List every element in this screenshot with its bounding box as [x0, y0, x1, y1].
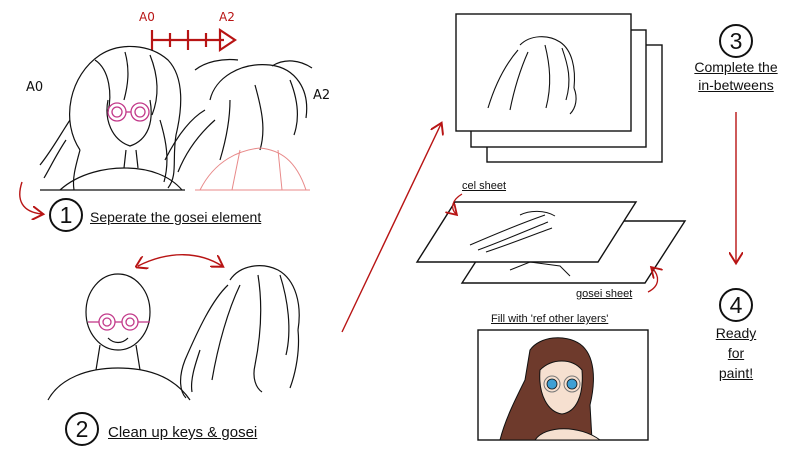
- step-3-label-line-1: Complete the: [694, 59, 778, 75]
- gosei-sheet-pointer-arrow: [647, 268, 658, 293]
- step-1-label: Seperate the gosei element: [90, 209, 262, 225]
- cel-sheet: [415, 201, 638, 263]
- timing-start-label: A0: [139, 10, 155, 24]
- flow-arrow-to-inbetweens: [341, 124, 441, 333]
- key-a2-gosei-outline: [195, 147, 310, 191]
- hair-gosei-drawing: [180, 265, 300, 399]
- cel-sheet-hair-sketch: [469, 210, 556, 253]
- step-3-badge: 3: [719, 24, 753, 58]
- step-2-badge: 2: [65, 412, 99, 446]
- key-a2-label: A2: [313, 88, 331, 103]
- step-4-badge: 4: [719, 288, 753, 322]
- bald-figure-glasses: [88, 313, 150, 331]
- key-a0-glasses: [107, 102, 150, 122]
- painted-character: [499, 337, 602, 441]
- fill-caption: Fill with 'ref other layers': [491, 313, 609, 325]
- key-a0-drawing: [39, 45, 185, 191]
- inbetween-hair-sketch: [487, 36, 577, 115]
- step-3-label-line-2: in-betweens: [698, 77, 774, 93]
- step-1-badge: 1: [49, 198, 83, 232]
- key-a0-label: A0: [26, 80, 44, 95]
- key-a2-drawing: [164, 58, 313, 173]
- cel-sheet-label: cel sheet: [462, 180, 507, 192]
- step1-pointer-arrow: [19, 181, 42, 214]
- inbetween-frames-stack: [455, 13, 663, 163]
- swap-arrow: [138, 254, 222, 266]
- cel-sheet-pointer-arrow: [453, 193, 463, 214]
- step-2-label: Clean up keys & gosei: [108, 424, 258, 441]
- bald-figure-drawing: [47, 273, 191, 401]
- timing-chart: [150, 27, 237, 53]
- gosei-sheet-label: gosei sheet: [576, 288, 633, 300]
- step-4-label-line-1: Ready: [715, 325, 757, 341]
- timing-end-label: A2: [219, 10, 235, 24]
- step-4-label-line-3: paint!: [718, 365, 754, 381]
- step-4-label-line-2: for: [727, 345, 745, 361]
